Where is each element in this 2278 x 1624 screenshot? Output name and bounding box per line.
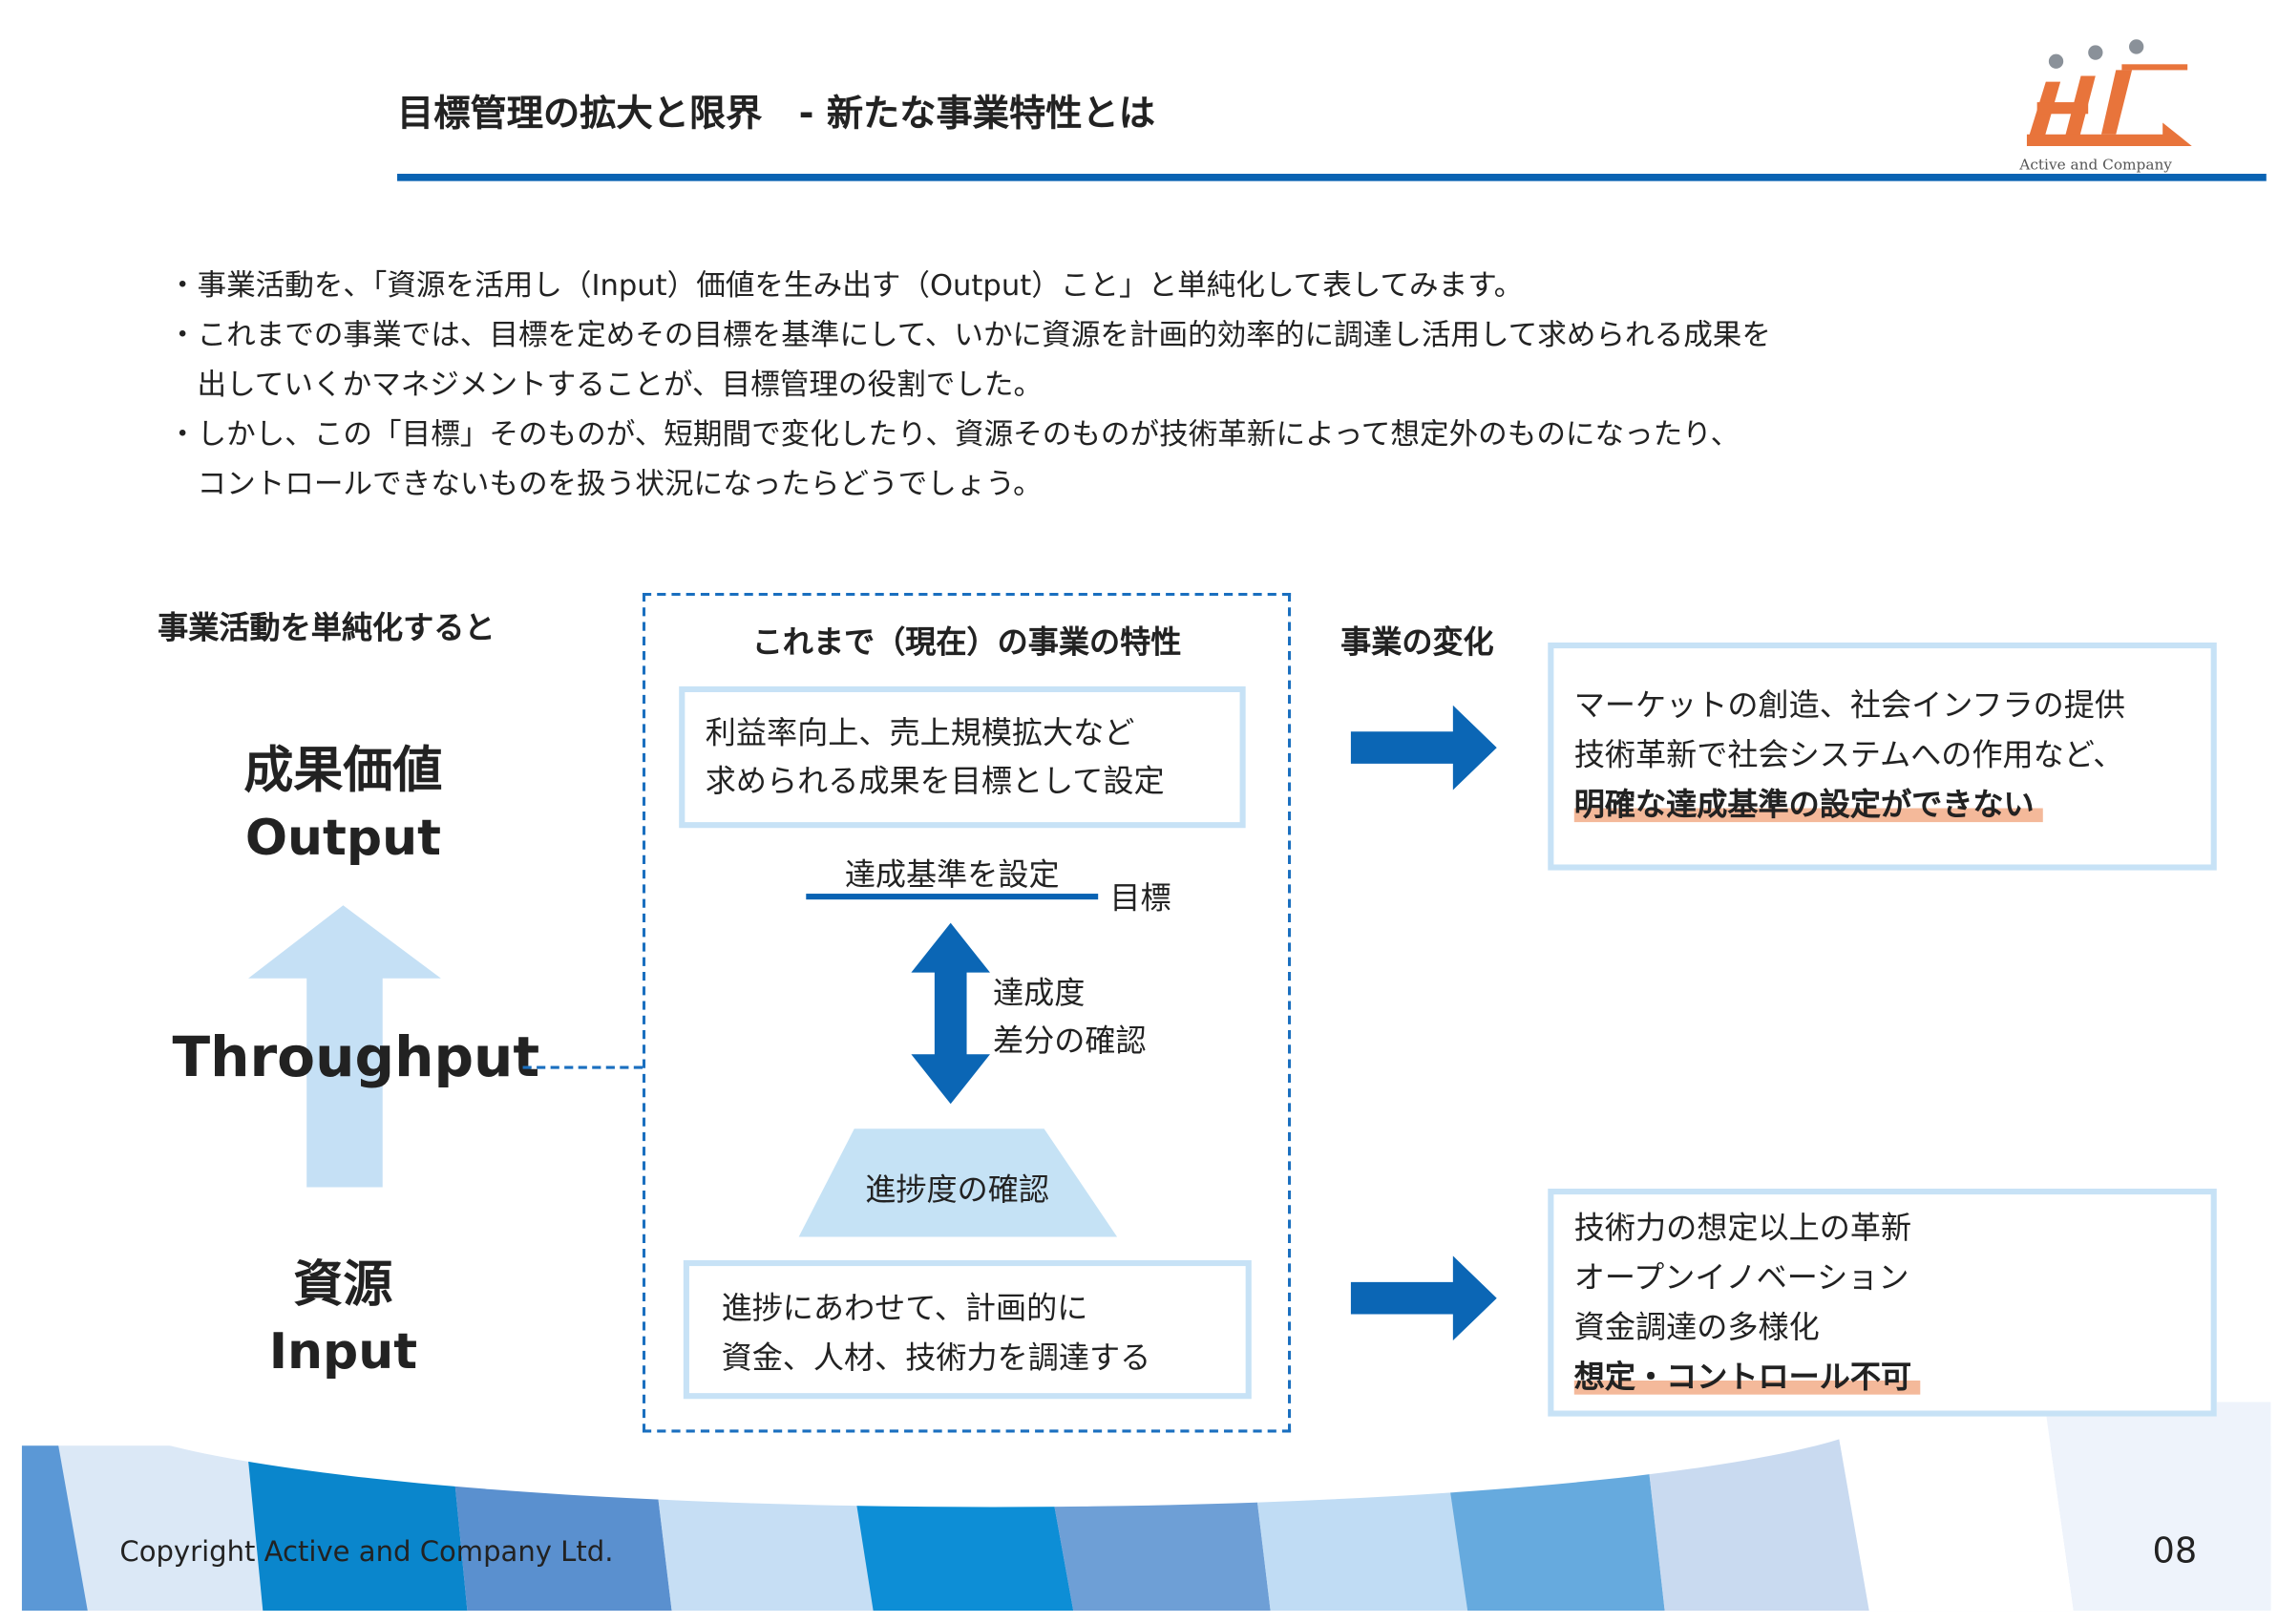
output-label: 成果価値 Output: [168, 737, 518, 872]
current-characteristics-panel: [642, 592, 1292, 1433]
goal-line-2: 求められる成果を目標として設定: [705, 763, 1165, 799]
difference-label: 差分の確認: [993, 1023, 1147, 1059]
right-heading: 事業の変化: [1340, 624, 1494, 661]
goal-line-1: 利益率向上、売上規模拡大など: [705, 715, 1135, 751]
logo-text: Active and Company: [2019, 158, 2172, 175]
criteria-label: 達成基準を設定: [844, 856, 1060, 893]
company-logo: Active and Company: [2019, 38, 2195, 175]
title-divider: [397, 174, 2267, 181]
footer-background: [21, 1402, 2271, 1612]
achievement-label: 達成度: [993, 975, 1086, 1011]
output-jp: 成果価値: [243, 741, 443, 801]
up-arrow-icon: [248, 905, 441, 1188]
right-arrow-icon: [1350, 705, 1497, 791]
left-heading: 事業活動を単純化すると: [158, 610, 496, 646]
copyright: Copyright Active and Company Ltd.: [119, 1536, 614, 1569]
change1-line-2: 技術革新で社会システムへの作用など、: [1573, 737, 2124, 773]
bullet-list: ・事業活動を、「資源を活用し（Input）価値を生み出す（Output）こと」と…: [168, 260, 1771, 508]
change-box-2: 技術力の想定以上の革新 オープンイノベーション 資金調達の多様化 想定・コントロ…: [1548, 1189, 2217, 1417]
input-label: 資源 Input: [168, 1252, 518, 1386]
change2-line-2: オープンイノベーション: [1573, 1259, 1909, 1296]
progress-trapezoid: [798, 1128, 1118, 1237]
procurement-box: 進捗にあわせて、計画的に 資金、人材、技術力を調達する: [683, 1259, 1252, 1400]
throughput-label: Throughput: [172, 1024, 540, 1090]
bullet-2: ・これまでの事業では、目標を定めその目標を基準にして、いかに資源を計画的効率的に…: [167, 316, 1771, 352]
progress-label: 進捗度の確認: [865, 1172, 1049, 1208]
procurement-line-2: 資金、人材、技術力を調達する: [721, 1340, 1151, 1376]
bullet-2-cont: 出していくかマネジメントすることが、目標管理の役割でした。: [167, 366, 1044, 402]
page-title: 目標管理の拡大と限界 - 新たな事業特性とは: [397, 92, 1155, 135]
check-label: 達成度 差分の確認: [993, 970, 1147, 1066]
change2-line-3: 資金調達の多様化: [1573, 1309, 1820, 1345]
change-box-1: マーケットの創造、社会インフラの提供 技術革新で社会システムへの作用など、 明確…: [1548, 642, 2217, 871]
bullet-3: ・しかし、この「目標」そのものが、短期間で変化したり、資源そのものが技術革新によ…: [167, 415, 1740, 452]
procurement-line-1: 進捗にあわせて、計画的に: [721, 1291, 1088, 1326]
output-en: Output: [244, 809, 442, 868]
logo-icon: [2026, 39, 2192, 146]
goal-line: [806, 894, 1099, 900]
change1-line-1: マーケットの創造、社会インフラの提供: [1573, 687, 2125, 724]
bullet-3-cont: コントロールできないものを扱う状況になったらどうでしょう。: [167, 465, 1043, 501]
goal-box: 利益率向上、売上規模拡大など 求められる成果を目標として設定: [679, 685, 1246, 829]
bullet-1: ・事業活動を、「資源を活用し（Input）価値を生み出す（Output）こと」と…: [167, 266, 1524, 303]
input-en: Input: [268, 1322, 418, 1381]
goal-label: 目標: [1109, 880, 1171, 916]
double-arrow-icon: [911, 922, 991, 1105]
center-heading: これまで（現在）の事業の特性: [751, 624, 1182, 661]
change2-emphasis: 想定・コントロール不可: [1573, 1359, 1921, 1395]
connector-line: [522, 1065, 643, 1069]
change1-emphasis: 明確な達成基準の設定ができない: [1573, 787, 2043, 823]
change2-line-1: 技術力の想定以上の革新: [1573, 1210, 1912, 1246]
page-number: 08: [2152, 1529, 2198, 1571]
input-jp: 資源: [293, 1255, 393, 1315]
right-arrow-icon: [1350, 1255, 1497, 1341]
